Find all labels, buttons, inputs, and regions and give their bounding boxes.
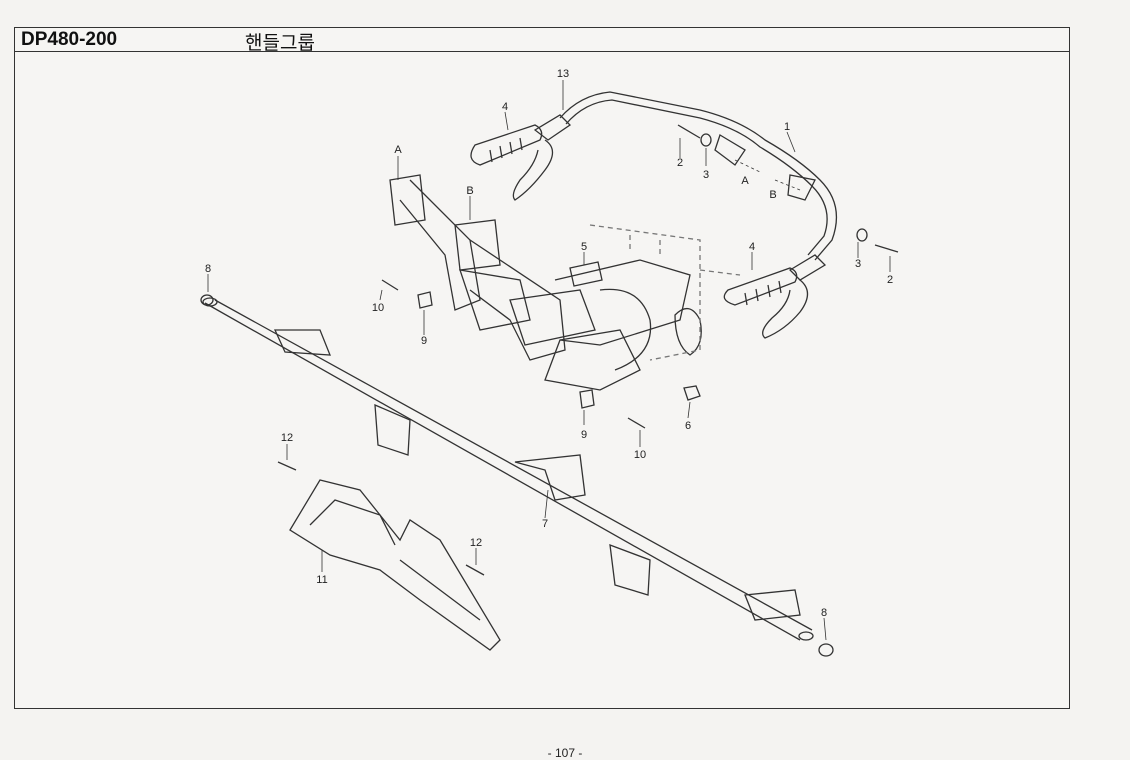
plug-part-8-left bbox=[200, 294, 214, 306]
callout-10-top: 10 bbox=[372, 302, 384, 314]
handlebar-part bbox=[559, 91, 838, 261]
callout-12-top: 12 bbox=[281, 432, 293, 444]
bolt-part-2-right bbox=[874, 244, 899, 253]
bolt-part-2-top bbox=[677, 124, 701, 139]
group-title: 핸들그룹 bbox=[245, 32, 315, 54]
callout-13: 13 bbox=[557, 68, 569, 80]
bracket-part-9-bottom bbox=[579, 389, 595, 409]
callout-6: 6 bbox=[685, 420, 691, 432]
callout-4-right: 4 bbox=[749, 241, 755, 253]
bolt-part-10-top bbox=[381, 279, 399, 291]
callout-8-left: 8 bbox=[205, 263, 211, 275]
callout-4-left: 4 bbox=[502, 101, 508, 113]
arrow-b bbox=[774, 179, 801, 191]
sheet-header: DP480-200 핸들그룹 bbox=[15, 28, 1069, 54]
callout-2-top: 2 bbox=[677, 157, 683, 169]
plug-part-8-right bbox=[818, 643, 834, 657]
callout-10-bottom: 10 bbox=[634, 449, 646, 461]
callout-2-right: 2 bbox=[887, 274, 893, 286]
callout-1: 1 bbox=[784, 121, 790, 133]
parts-sheet: DP480-200 핸들그룹 bbox=[14, 27, 1070, 709]
engine-outline bbox=[589, 224, 741, 361]
callout-3-top: 3 bbox=[703, 169, 709, 181]
bolt-part-10-bottom bbox=[627, 417, 646, 429]
callout-b-handle: B bbox=[769, 189, 776, 201]
callout-12-bottom: 12 bbox=[470, 537, 482, 549]
callout-9-top: 9 bbox=[421, 335, 427, 347]
callout-9-bottom: 9 bbox=[581, 429, 587, 441]
nut-part-6 bbox=[683, 385, 701, 401]
callout-b-frame: B bbox=[466, 185, 473, 197]
bolt-part-12-top bbox=[277, 461, 297, 471]
callout-5: 5 bbox=[581, 241, 587, 253]
bracket-part-9-top bbox=[417, 291, 433, 309]
callout-7: 7 bbox=[542, 518, 548, 530]
bolt-part-12-bottom bbox=[465, 564, 485, 576]
callout-a-handle: A bbox=[741, 175, 749, 187]
callout-a-frame: A bbox=[394, 144, 402, 156]
page-number: - 107 - bbox=[547, 746, 583, 760]
right-grip-part bbox=[723, 254, 827, 339]
arrow-a bbox=[734, 159, 761, 173]
cross-bar-part bbox=[202, 297, 814, 641]
left-grip-part bbox=[470, 114, 572, 201]
washer-part-3-right bbox=[856, 228, 868, 242]
washer-part-3-top bbox=[700, 133, 712, 147]
cover-part bbox=[289, 479, 501, 651]
clip-part-5 bbox=[569, 261, 603, 287]
callout-3-right: 3 bbox=[855, 258, 861, 270]
callout-8-right: 8 bbox=[821, 607, 827, 619]
model-code: DP480-200 bbox=[21, 29, 118, 50]
callout-11: 11 bbox=[316, 574, 327, 586]
leader-lines bbox=[207, 80, 891, 641]
handle-frame-part bbox=[389, 174, 702, 391]
